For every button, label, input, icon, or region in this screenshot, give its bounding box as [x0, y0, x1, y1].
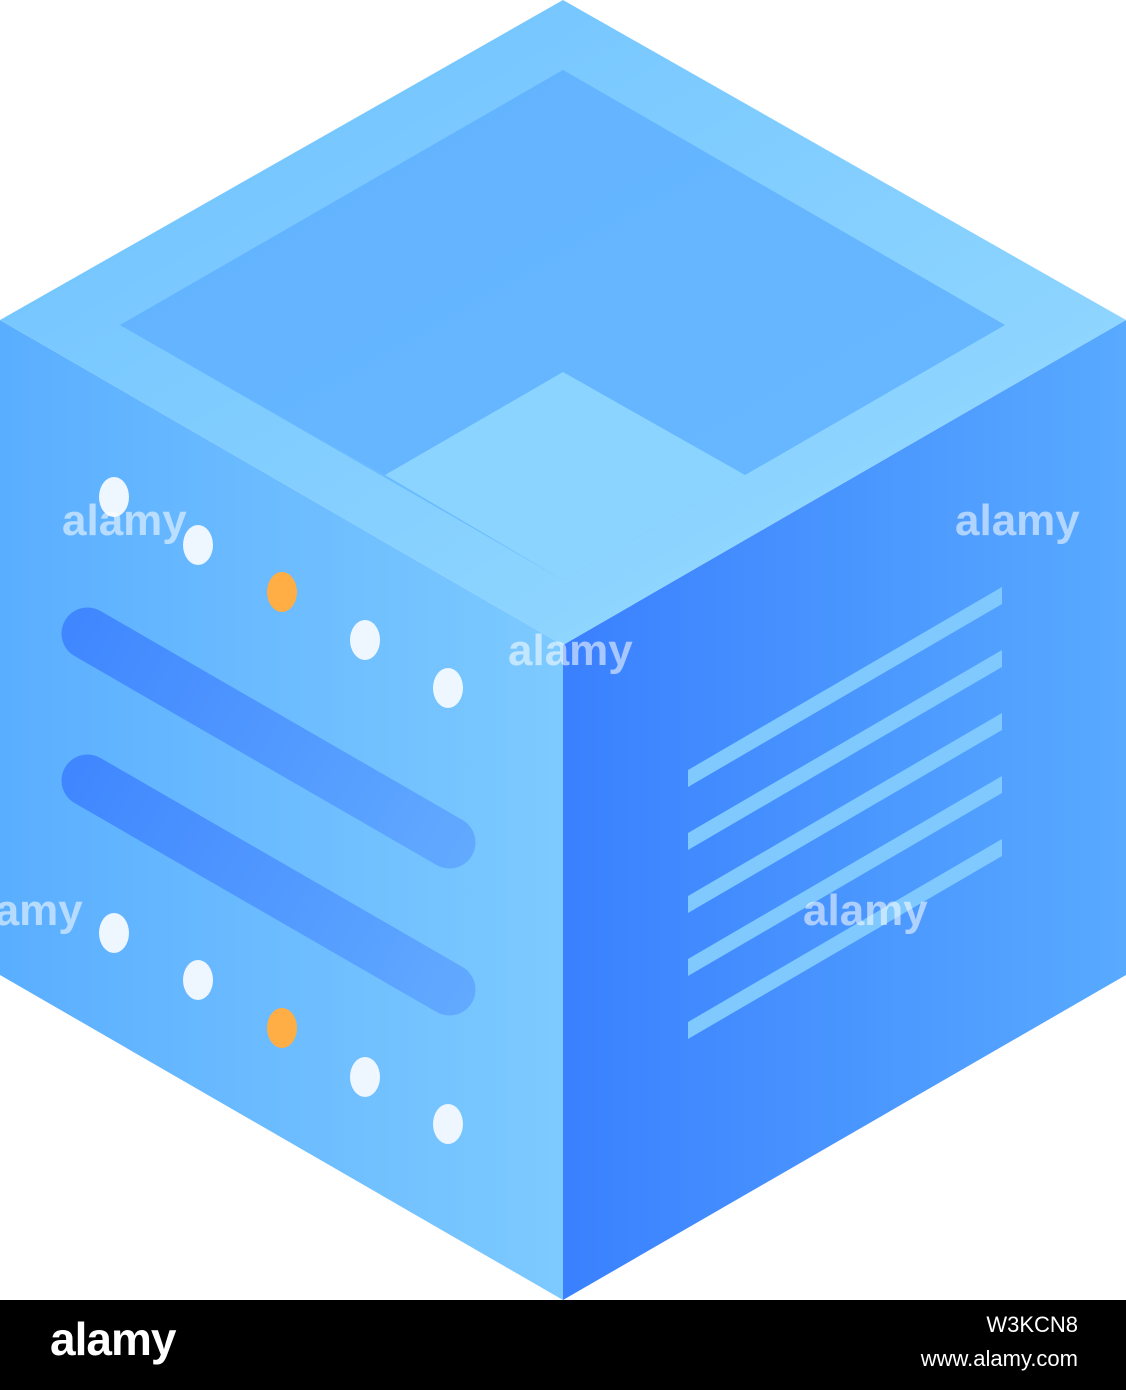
watermark-text: alamy [62, 496, 187, 545]
cube-left-face [0, 320, 563, 1300]
footer-url[interactable]: www.alamy.com [920, 1346, 1078, 1371]
footer-logo[interactable]: alamy [50, 1313, 176, 1365]
vent-line [688, 839, 1002, 1039]
led-light [99, 913, 129, 953]
server-cube-illustration: alamy alamy alamy alamy alamy [0, 0, 1126, 1300]
led-light-orange [267, 1008, 297, 1048]
watermark-text: alamy [803, 886, 928, 935]
drive-slot-upper [61, 607, 476, 869]
watermark-text: alamy [955, 496, 1080, 545]
led-light [350, 620, 380, 660]
led-light [183, 525, 213, 565]
vent-lines [688, 587, 1002, 1039]
watermark-layer: alamy alamy alamy alamy alamy [0, 496, 1080, 935]
led-light [433, 1104, 463, 1144]
vent-line [688, 776, 1002, 976]
watermark-text: alamy [508, 626, 633, 675]
watermark-text: alamy [0, 886, 83, 935]
led-light [99, 477, 129, 517]
stock-footer-bar: alamy W3KCN8 www.alamy.com [0, 1300, 1126, 1390]
led-light [183, 960, 213, 1000]
vent-line [688, 650, 1002, 850]
cube-top-recess-wall [120, 70, 1005, 475]
cube-top-recess-floor [385, 372, 745, 580]
image-code: W3KCN8 [986, 1312, 1078, 1337]
led-light [350, 1057, 380, 1097]
led-light [433, 668, 463, 708]
vent-line [688, 713, 1002, 913]
vent-line [688, 587, 1002, 787]
led-light-orange [267, 572, 297, 612]
drive-slot-lower [61, 754, 476, 1016]
